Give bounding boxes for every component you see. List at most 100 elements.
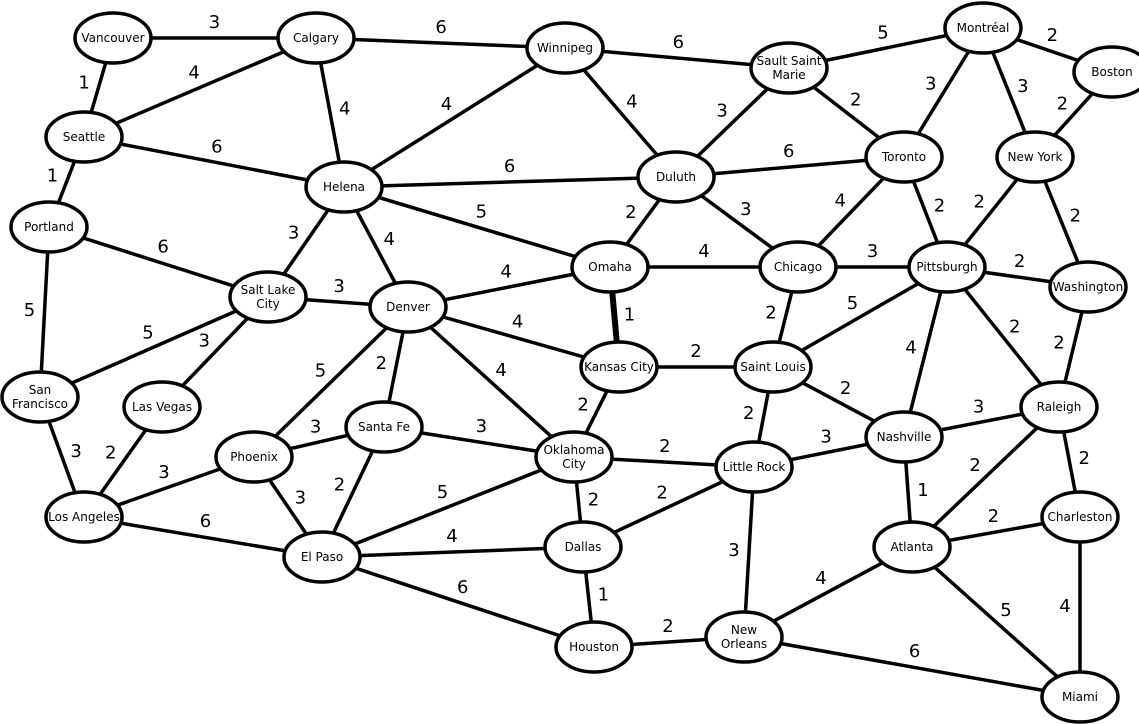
edge-weight-label: 6 <box>435 17 446 38</box>
edge-weight-label: 6 <box>200 511 211 532</box>
node-atlanta[interactable]: Atlanta <box>872 520 952 574</box>
node-omaha[interactable]: Omaha <box>570 240 650 294</box>
node-raleigh[interactable]: Raleigh <box>1019 380 1099 434</box>
node-ellipse <box>1019 380 1099 434</box>
edge-weight-label: 3 <box>476 416 487 437</box>
edge-weight-label: 2 <box>988 506 999 527</box>
node-label: Charleston <box>1048 510 1113 524</box>
node-boston[interactable]: Boston <box>1072 45 1139 99</box>
node-ellipse <box>122 380 202 434</box>
node-littlerock[interactable]: Little Rock <box>714 440 794 494</box>
edge-weight-label: 6 <box>157 237 168 258</box>
edge-denver-oklahomacity <box>406 305 576 459</box>
edge-weight-label: 4 <box>905 337 916 358</box>
node-ellipse <box>73 11 153 65</box>
node-label: Atlanta <box>890 540 933 554</box>
node-losangeles[interactable]: Los Angeles <box>44 490 124 544</box>
node-ellipse <box>907 240 987 294</box>
edge-weight-label: 1 <box>624 305 635 326</box>
node-miami[interactable]: Miami <box>1040 670 1120 724</box>
node-montreal[interactable]: Montréal <box>943 1 1023 55</box>
edge-oklahomacity-elpaso <box>321 455 575 559</box>
edge-weight-label: 4 <box>188 63 199 84</box>
node-washington[interactable]: Washington <box>1048 260 1128 314</box>
edge-atlanta-miami <box>910 545 1082 699</box>
node-winnipeg[interactable]: Winnipeg <box>525 21 605 75</box>
edge-weight-label: 4 <box>698 241 709 262</box>
node-santafe[interactable]: Santa Fe <box>344 400 424 454</box>
node-lasvegas[interactable]: Las Vegas <box>122 380 202 434</box>
edge-pittsburgh-nashville <box>902 266 949 438</box>
node-chicago[interactable]: Chicago <box>758 240 838 294</box>
node-ellipse <box>1040 490 1120 544</box>
node-ellipse <box>714 440 794 494</box>
edge-neworleans-miami <box>743 635 1081 699</box>
node-label: Francisco <box>12 397 68 411</box>
node-ellipse <box>44 490 124 544</box>
edge-weight-label: 6 <box>783 141 794 162</box>
edge-weight-label: 3 <box>740 199 751 220</box>
node-label: Las Vegas <box>132 400 192 414</box>
node-label: El Paso <box>301 550 343 564</box>
node-ellipse <box>872 520 952 574</box>
edge-weight-label: 2 <box>974 192 985 213</box>
edge-weight-label: 3 <box>820 426 831 447</box>
node-ellipse <box>276 11 356 65</box>
node-houston[interactable]: Houston <box>554 620 634 674</box>
node-duluth[interactable]: Duluth <box>636 150 716 204</box>
node-elpaso[interactable]: El Paso <box>282 530 362 584</box>
node-charleston[interactable]: Charleston <box>1040 490 1120 544</box>
node-pittsburgh[interactable]: Pittsburgh <box>907 240 987 294</box>
edge-weight-label: 3 <box>288 222 299 243</box>
node-label: San <box>29 383 52 397</box>
node-dallas[interactable]: Dallas <box>543 520 623 574</box>
node-kansascity[interactable]: Kansas City <box>579 340 659 394</box>
node-label: Sault Saint <box>756 54 821 68</box>
node-helena[interactable]: Helena <box>304 160 384 214</box>
edge-weight-label: 5 <box>437 482 448 503</box>
node-portland[interactable]: Portland <box>9 200 89 254</box>
edge-weight-label: 3 <box>333 276 344 297</box>
node-denver[interactable]: Denver <box>368 280 448 334</box>
node-label: Orleans <box>721 637 767 651</box>
node-label: Little Rock <box>723 460 786 474</box>
node-ellipse <box>570 240 650 294</box>
node-calgary[interactable]: Calgary <box>276 11 356 65</box>
node-newyork[interactable]: New York <box>995 130 1075 184</box>
node-toronto[interactable]: Toronto <box>864 130 944 184</box>
edge-weight-label: 2 <box>577 394 588 415</box>
edge-weight-label: 3 <box>716 101 727 122</box>
node-label: Washington <box>1053 280 1124 294</box>
node-saintlouis[interactable]: Saint Louis <box>733 340 813 394</box>
node-label: New <box>731 623 757 637</box>
node-ellipse <box>733 340 813 394</box>
edge-weight-label: 4 <box>441 94 452 115</box>
node-label: Denver <box>386 300 430 314</box>
edge-weight-label: 5 <box>24 300 35 321</box>
edge-weight-label: 6 <box>211 136 222 157</box>
edge-portland-sanfrancisco <box>38 226 51 398</box>
node-nashville[interactable]: Nashville <box>864 410 944 464</box>
edge-elpaso-dallas <box>321 545 584 559</box>
node-label: Duluth <box>656 170 696 184</box>
edge-weight-label: 4 <box>446 526 457 547</box>
node-vancouver[interactable]: Vancouver <box>73 11 153 65</box>
edge-helena-omaha <box>343 185 611 269</box>
edge-calgary-winnipeg <box>315 36 566 50</box>
node-ellipse <box>9 200 89 254</box>
node-label: Salt Lake <box>241 283 296 297</box>
node-ellipse <box>636 150 716 204</box>
node-ellipse <box>1072 45 1139 99</box>
node-seattle[interactable]: Seattle <box>44 110 124 164</box>
node-label: Winnipeg <box>537 41 593 55</box>
edge-seattle-helena <box>83 135 345 189</box>
node-phoenix[interactable]: Phoenix <box>214 430 294 484</box>
edge-weight-label: 2 <box>1079 448 1090 469</box>
